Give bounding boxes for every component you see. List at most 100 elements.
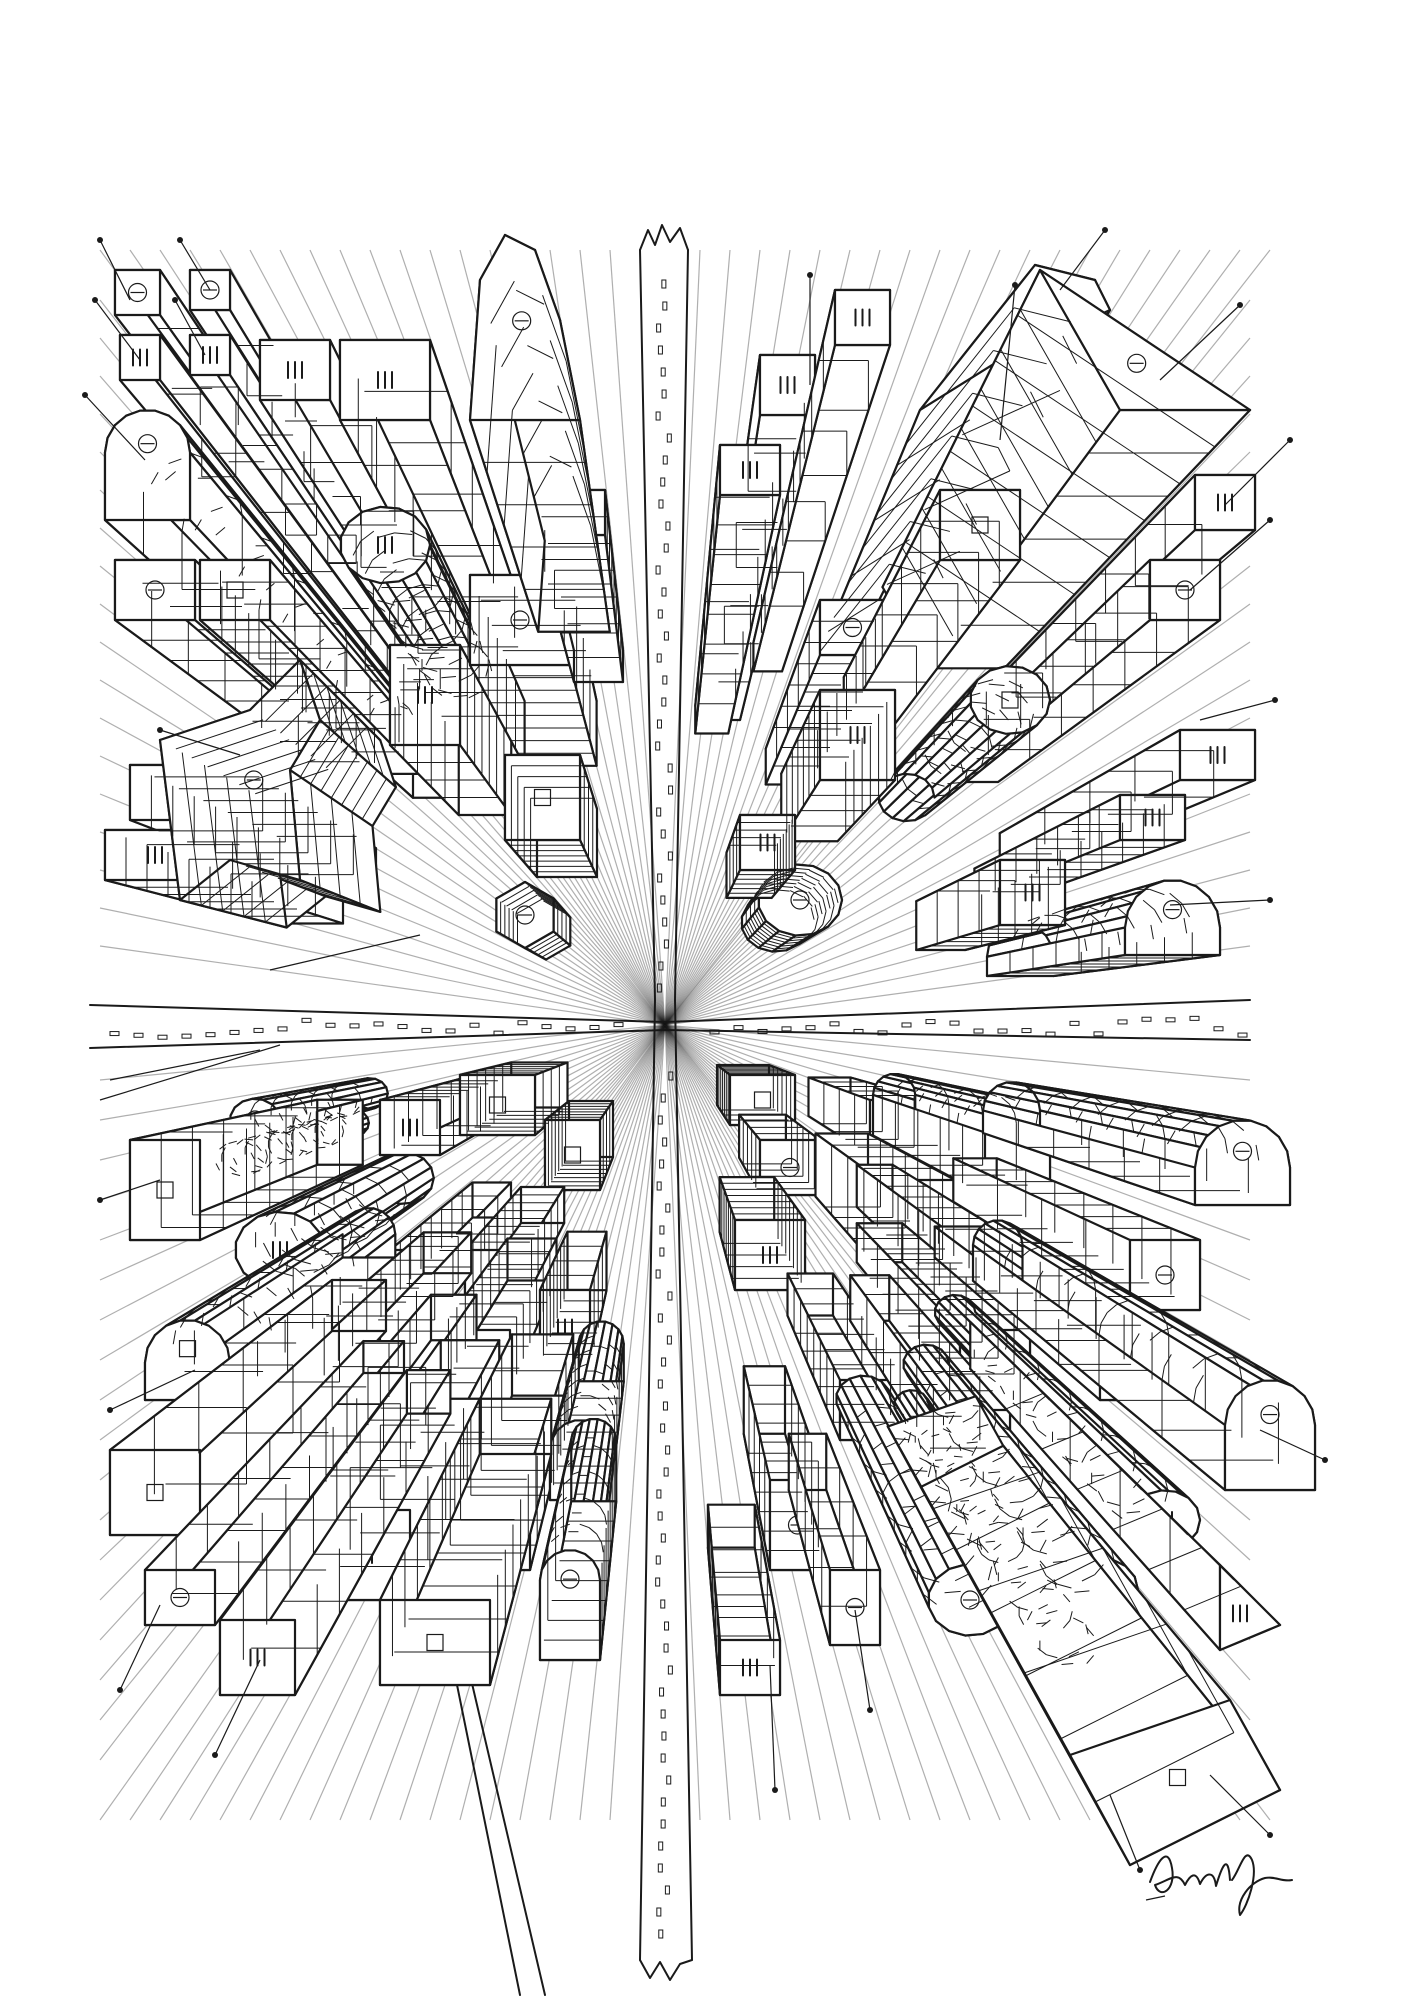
leader-dot: [1267, 517, 1273, 523]
floor-line: [747, 920, 756, 933]
floor-line: [352, 541, 361, 556]
leader-dot: [867, 1707, 873, 1713]
road-dash: [658, 499, 664, 509]
floor-line: [352, 1230, 362, 1238]
floor-line: [1009, 1501, 1023, 1504]
floor-line: [321, 1264, 328, 1275]
road-dash: [829, 1021, 840, 1027]
floor-line: [1116, 906, 1128, 917]
floor-line: [358, 1093, 362, 1101]
floor-line: [603, 1480, 609, 1489]
floor-line: [320, 1130, 325, 1137]
floor-line: [490, 280, 515, 324]
floor-line: [910, 521, 950, 532]
building-roof: [1193, 1119, 1292, 1207]
road-dash: [665, 1203, 671, 1213]
floor-line: [935, 1370, 946, 1375]
floor-line: [579, 1338, 587, 1345]
leader-dot: [172, 297, 178, 303]
floor-line: [941, 1547, 955, 1555]
artist-signature: [1145, 1854, 1293, 1916]
floor-line: [575, 1377, 585, 1382]
floor-line: [290, 1141, 294, 1149]
leader-line: [1169, 899, 1271, 906]
floor-line: [1184, 1585, 1241, 1611]
floor-line: [958, 692, 967, 706]
floor-line: [997, 447, 1011, 472]
floor-line: [338, 1178, 346, 1191]
floor-line: [1217, 1125, 1226, 1139]
floor-line: [1022, 1351, 1032, 1357]
floor-line: [980, 760, 990, 771]
floor-line: [988, 1471, 1001, 1474]
floor-line: [339, 1104, 343, 1113]
roof-vent-icon: [960, 1590, 980, 1610]
roof-vent-icon: [1155, 1265, 1175, 1285]
floor-line: [588, 1527, 597, 1535]
floor-line: [1007, 1556, 1017, 1563]
floor-line: [987, 1375, 996, 1383]
floor-line: [1211, 1113, 1227, 1121]
floor-line: [1041, 1431, 1083, 1450]
road-dash: [663, 543, 669, 553]
floor-line: [610, 1379, 616, 1389]
floor-line: [1089, 1454, 1101, 1461]
road-dash: [660, 1599, 666, 1609]
floor-line: [604, 1515, 607, 1525]
floor-line: [1151, 1115, 1164, 1127]
floor-line: [944, 1590, 961, 1594]
floor-line: [1045, 1104, 1052, 1116]
floor-line: [383, 569, 397, 580]
roof-vent-icon: [170, 1587, 190, 1608]
vertical-avenue-bottom-cap: [639, 1959, 693, 1981]
floor-line: [983, 1351, 989, 1361]
floor-line: [370, 1097, 373, 1104]
floor-line: [1019, 309, 1097, 443]
floor-line: [422, 667, 438, 672]
floor-line: [918, 807, 931, 810]
floor-line: [575, 1352, 584, 1359]
road-dash: [657, 1115, 663, 1125]
floor-line: [327, 1101, 332, 1109]
floor-line: [1094, 1732, 1235, 1803]
floor-line: [470, 664, 481, 676]
floor-line: [306, 1119, 314, 1123]
floor-line: [896, 1087, 902, 1095]
road-dash: [469, 1022, 480, 1028]
floor-line: [549, 1526, 555, 1536]
floor-line: [385, 1213, 395, 1225]
road-dash: [657, 345, 663, 355]
floor-line: [310, 1123, 320, 1126]
floor-line: [428, 623, 444, 632]
road-dash: [656, 1907, 662, 1917]
floor-line: [791, 936, 809, 939]
floor-line: [948, 1374, 959, 1377]
floor-line: [961, 769, 977, 772]
floor-line: [960, 762, 964, 774]
floor-line: [1068, 1106, 1072, 1118]
floor-line: [1025, 1372, 1037, 1377]
floor-line: [328, 1252, 340, 1266]
floor-line: [962, 1448, 974, 1452]
floor-line: [923, 730, 935, 740]
leader-dot: [92, 297, 98, 303]
floor-line: [298, 1098, 306, 1106]
floor-line: [324, 606, 333, 615]
floor-line: [287, 1287, 295, 1300]
floor-line: [538, 400, 563, 414]
floor-line: [887, 1403, 899, 1410]
floor-line: [936, 1083, 944, 1090]
floor-line: [237, 1306, 249, 1316]
road-dash: [1165, 1017, 1176, 1023]
floor-line: [896, 1080, 904, 1087]
floor-line: [257, 1157, 265, 1163]
floor-line: [888, 1473, 900, 1483]
floor-line: [1087, 1533, 1092, 1546]
floor-line: [1098, 1322, 1102, 1336]
leader-dot: [97, 1197, 103, 1203]
floor-line: [1035, 1279, 1039, 1291]
floor-line: [310, 1236, 317, 1246]
floor-line: [971, 1410, 979, 1418]
floor-line: [277, 877, 341, 897]
floor-line: [991, 1323, 1001, 1329]
